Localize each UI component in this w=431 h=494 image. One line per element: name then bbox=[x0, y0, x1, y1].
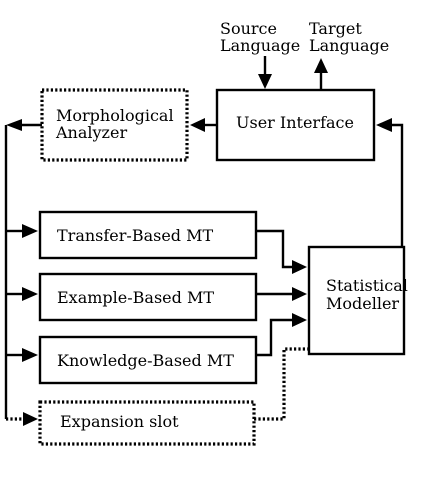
target-output-arrow bbox=[314, 58, 328, 89]
source-language-label-line2: Language bbox=[220, 36, 300, 55]
knowledge-to-modeller-arrow bbox=[256, 313, 307, 357]
target-language-label-line1: Target bbox=[309, 19, 362, 38]
transfer-to-modeller-arrow bbox=[256, 229, 307, 274]
source-input-arrow bbox=[258, 56, 272, 89]
expansion-to-modeller-connector bbox=[254, 347, 309, 421]
example-based-mt-label: Example-Based MT bbox=[57, 288, 214, 307]
example-to-modeller-arrow bbox=[256, 287, 307, 301]
statistical-modeller-label-line1: Statistical bbox=[326, 276, 408, 295]
morphological-analyzer-node: Morphological Analyzer bbox=[40, 88, 189, 162]
morphological-analyzer-label-line1: Morphological bbox=[56, 106, 174, 125]
analyzer-to-bus-arrow bbox=[6, 119, 42, 131]
knowledge-based-mt-node: Knowledge-Based MT bbox=[38, 335, 258, 385]
ui-to-analyzer-arrow bbox=[190, 118, 217, 132]
morphological-analyzer-label-line2: Analyzer bbox=[55, 123, 127, 142]
transfer-based-mt-node: Transfer-Based MT bbox=[38, 210, 258, 260]
bus-to-example-arrow bbox=[6, 287, 38, 301]
bus-to-knowledge-arrow bbox=[6, 348, 38, 362]
user-interface-node: User Interface bbox=[215, 88, 376, 162]
user-interface-label: User Interface bbox=[236, 113, 354, 132]
modeller-to-ui-arrow bbox=[376, 118, 404, 247]
expansion-slot-label: Expansion slot bbox=[60, 412, 179, 431]
statistical-modeller-node: Statistical Modeller bbox=[307, 245, 408, 356]
example-based-mt-node: Example-Based MT bbox=[38, 272, 258, 322]
expansion-slot-node: Expansion slot bbox=[38, 400, 256, 446]
transfer-based-mt-label: Transfer-Based MT bbox=[57, 226, 214, 245]
statistical-modeller-label-line2: Modeller bbox=[326, 294, 399, 313]
source-language-label-line1: Source bbox=[220, 19, 277, 38]
target-language-label-line2: Language bbox=[309, 36, 389, 55]
bus-to-expansion-arrow bbox=[6, 412, 38, 426]
knowledge-based-mt-label: Knowledge-Based MT bbox=[57, 351, 234, 370]
bus-to-transfer-arrow bbox=[6, 224, 38, 238]
